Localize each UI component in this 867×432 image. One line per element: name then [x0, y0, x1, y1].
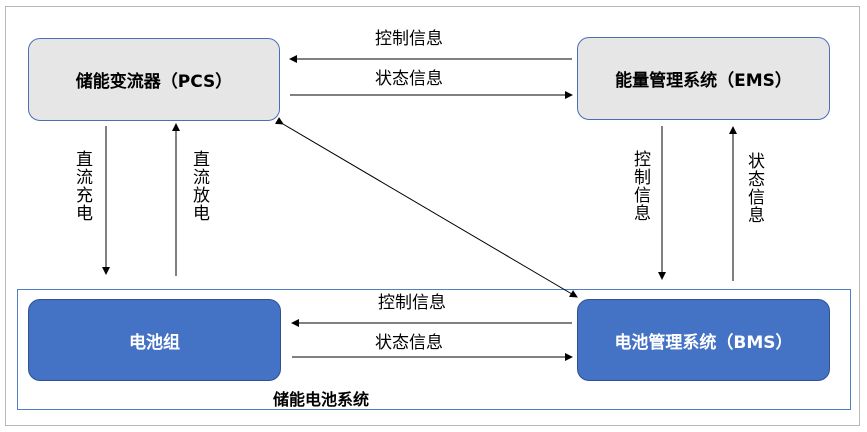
label-bms-battery-control: 控制信息: [378, 293, 446, 313]
label-ems-bms-control: 控制信息: [630, 150, 650, 222]
label-pcs-ems-control: 控制信息: [375, 29, 443, 49]
battery-pack-node: 电池组: [28, 299, 281, 381]
label-bms-ems-status: 状态信息: [744, 152, 764, 224]
ems-node: 能量管理系统（EMS）: [577, 37, 830, 120]
pcs-node-label: 储能变流器（PCS）: [75, 72, 233, 92]
label-battery-bms-status: 状态信息: [375, 333, 443, 353]
bms-node-label: 电池管理系统（BMS）: [614, 332, 793, 353]
diagram-frame: [5, 6, 860, 426]
bms-node: 电池管理系统（BMS）: [577, 299, 830, 381]
battery-system-caption: 储能电池系统: [273, 390, 370, 409]
pcs-node: 储能变流器（PCS）: [28, 38, 280, 121]
label-dc-charge: 直流充电: [72, 150, 92, 222]
arrow-pcs-bms-bidirectional: [274, 117, 578, 298]
battery-pack-node-label: 电池组: [129, 332, 180, 353]
label-dc-discharge: 直流放电: [189, 150, 209, 222]
ems-node-label: 能量管理系统（EMS）: [615, 71, 792, 91]
label-pcs-ems-status: 状态信息: [375, 69, 443, 89]
